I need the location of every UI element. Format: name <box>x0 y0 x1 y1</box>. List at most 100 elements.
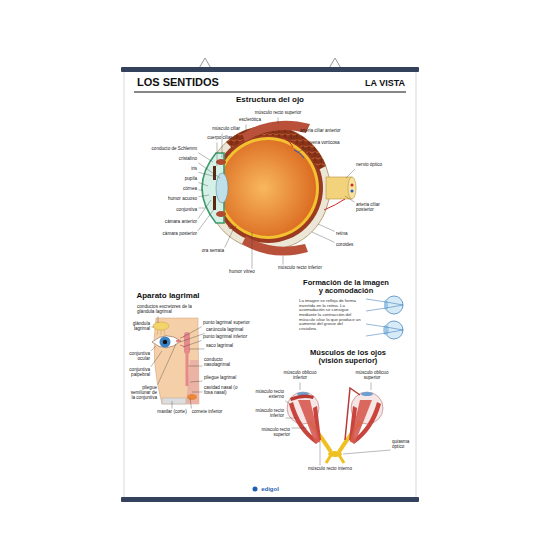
part-label: cámara anterior <box>165 220 197 225</box>
part-label: humor acuoso <box>168 197 197 202</box>
leader-line <box>246 124 247 131</box>
part-label: pliegue lagrimal <box>204 376 236 381</box>
leader-line <box>252 232 253 269</box>
publisher-logo: edigol <box>261 486 279 492</box>
leader-line <box>190 398 191 409</box>
leader-line <box>198 182 208 186</box>
part-label: músculo recto inferior <box>278 266 322 271</box>
leader-line <box>198 163 220 178</box>
top-rod <box>121 67 419 72</box>
lacrimal-illustration <box>152 318 199 404</box>
poster-sheet <box>124 70 416 500</box>
part-label: ora serrata <box>202 249 224 254</box>
leader-line <box>217 142 218 166</box>
part-label: conductos excretores de la glándula lagr… <box>137 305 195 315</box>
part-label: cavidad nasal (o fosa nasal) <box>204 386 242 396</box>
leader-line <box>292 428 308 429</box>
section-heading: Formación de la imagen y acomodación <box>300 279 392 295</box>
part-label: saco lagrimal <box>206 344 233 349</box>
leader-line <box>346 169 355 178</box>
leader-line <box>199 208 206 209</box>
part-label: músculo oblicuo superior <box>354 371 390 381</box>
leader-line <box>158 344 176 385</box>
part-label: músculo recto externo <box>254 390 284 400</box>
leader-line <box>318 224 335 231</box>
part-label: conjuntiva ocular <box>120 352 150 362</box>
part-label: quiasma óptico <box>392 440 418 450</box>
leader-line <box>278 117 279 124</box>
part-label: conducto nasolagrimal <box>204 358 240 368</box>
leader-line <box>345 196 355 202</box>
leader-line <box>151 346 156 351</box>
leader-line <box>198 208 215 231</box>
part-label: pliegue semilunar de la conjuntiva <box>127 386 157 401</box>
part-label: nervio óptico <box>356 163 382 168</box>
leader-line <box>283 256 284 265</box>
part-label: conjuntiva <box>176 208 197 213</box>
part-label: retina <box>336 232 348 237</box>
part-label: arteria ciliar anterior <box>300 129 341 134</box>
section-heading: Aparato lagrimal <box>136 292 199 301</box>
leader-line <box>189 348 205 349</box>
accommodation-diagram <box>366 296 403 339</box>
part-label: coroides <box>336 243 353 248</box>
leader-line <box>198 195 209 197</box>
section-heading: Músculos de los ojos (visión superior) <box>298 349 398 365</box>
part-label: humor vítreo <box>229 270 255 275</box>
part-label: carúncula lagrimal <box>206 328 243 333</box>
leader-line <box>298 147 309 152</box>
leader-line <box>343 450 391 454</box>
leader-line <box>300 382 301 390</box>
part-label: córnea <box>183 187 197 192</box>
part-label: músculo recto superior <box>255 111 301 116</box>
part-label: músculo ciliar <box>212 127 240 132</box>
part-label: vena vorticosa <box>310 141 340 146</box>
title-rule <box>134 91 406 92</box>
part-label: arteria ciliar posterior <box>356 203 396 213</box>
leader-line <box>192 392 203 393</box>
part-label: cristalino <box>179 157 197 162</box>
leader-line <box>312 232 335 242</box>
part-label: punto lagrimal superior <box>203 321 250 326</box>
body-text: La imagen se refleja de forma invertida … <box>299 299 361 331</box>
leader-line <box>172 401 173 409</box>
section-heading: Estructura del ojo <box>236 96 304 105</box>
leader-line <box>287 135 299 141</box>
leader-line <box>183 340 202 347</box>
leader-line <box>285 401 290 404</box>
part-label: conjuntiva palpebral <box>120 368 150 378</box>
leader-line <box>190 381 203 383</box>
part-label: cornete inferior <box>192 410 223 415</box>
eye-section <box>202 121 356 256</box>
part-label: punto lagrimal inferior <box>203 335 247 340</box>
part-label: esclerótica <box>239 118 261 123</box>
leader-line <box>188 366 203 367</box>
part-label: cámara posterior <box>163 232 197 237</box>
part-label: músculo recto superior <box>256 428 290 438</box>
part-label: iris <box>191 167 197 172</box>
part-label: músculo recto interno <box>308 467 352 472</box>
logo-mark <box>253 487 258 492</box>
leader-line <box>152 327 155 328</box>
leader-line <box>199 190 204 191</box>
leader-line <box>286 418 297 419</box>
leader-line <box>225 230 233 248</box>
part-label: conducto de Schlemm <box>152 147 197 152</box>
part-label: glándula lagrimal <box>120 322 150 332</box>
leader-line <box>198 172 213 176</box>
part-label: músculo oblicuo inferior <box>282 371 318 381</box>
leader-line <box>320 441 321 466</box>
leader-line <box>158 316 159 323</box>
part-label: músculo recto inferior <box>254 409 284 419</box>
leader-line <box>151 351 162 367</box>
leader-line <box>198 153 213 162</box>
part-label: cuerpo ciliar <box>207 136 232 141</box>
subtitle: LA VISTA <box>365 79 405 89</box>
poster-title: LOS SENTIDOS <box>137 77 219 89</box>
part-label: pupila <box>185 177 197 182</box>
bottom-rod <box>121 497 419 502</box>
